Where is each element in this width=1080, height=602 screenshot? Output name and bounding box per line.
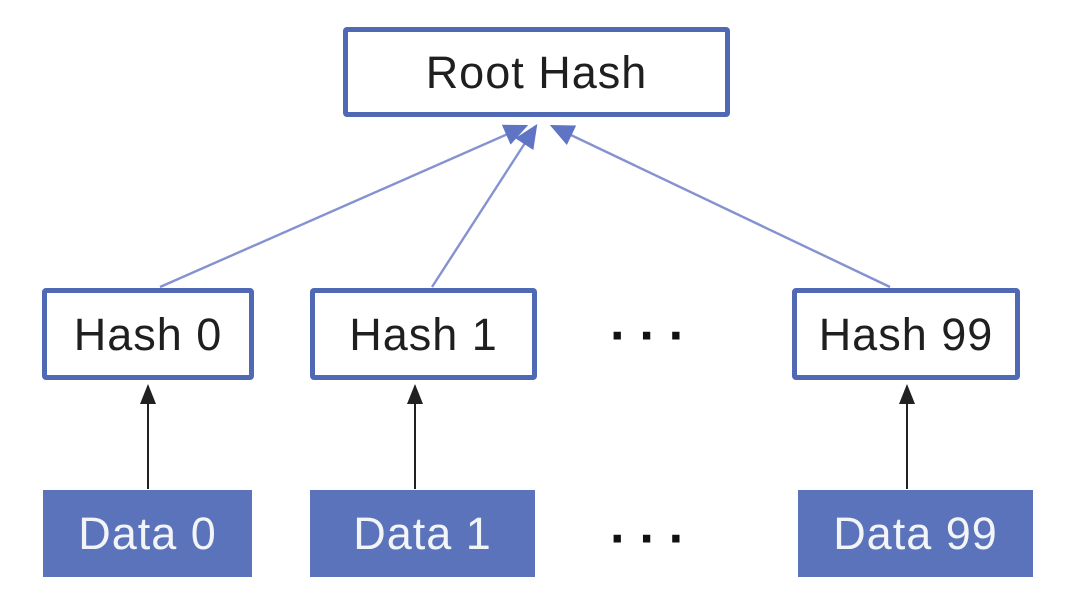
hash-node-1: Hash 1 bbox=[310, 288, 537, 380]
data-node-1: Data 1 bbox=[310, 490, 535, 577]
edge-hash0-to-root bbox=[159, 124, 529, 289]
root-hash-node: Root Hash bbox=[343, 27, 730, 117]
hash-node-0: Hash 0 bbox=[42, 288, 254, 380]
data-node-1-label: Data 1 bbox=[353, 508, 492, 559]
data-row-ellipsis: ··· bbox=[610, 510, 698, 568]
edge-hash99-to-root bbox=[549, 124, 891, 289]
root-hash-label: Root Hash bbox=[425, 46, 648, 98]
data-node-0: Data 0 bbox=[43, 490, 252, 577]
data-node-99-label: Data 99 bbox=[833, 508, 998, 559]
hash-node-99: Hash 99 bbox=[792, 288, 1020, 380]
data-node-0-label: Data 0 bbox=[78, 508, 217, 559]
hash-row-ellipsis: ··· bbox=[610, 307, 698, 365]
data-node-99: Data 99 bbox=[798, 490, 1033, 577]
hash-node-0-label: Hash 0 bbox=[73, 308, 223, 360]
edge-hash1-to-root bbox=[430, 123, 538, 288]
hash-node-99-label: Hash 99 bbox=[818, 308, 994, 360]
hash-node-1-label: Hash 1 bbox=[349, 308, 498, 360]
